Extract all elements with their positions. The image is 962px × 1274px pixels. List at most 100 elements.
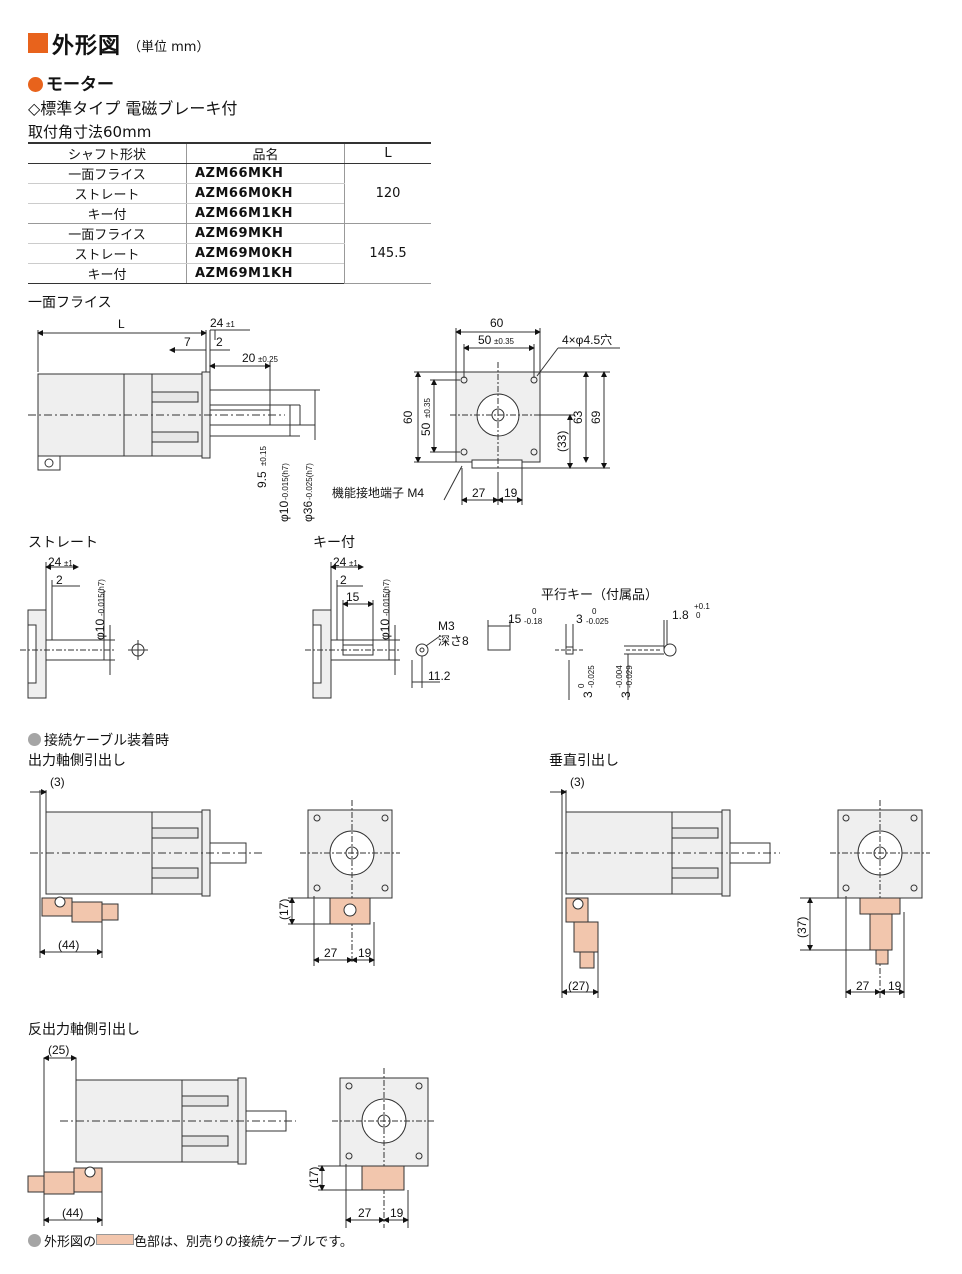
mount-heading: 取付角寸法60mm <box>28 123 152 141</box>
dim-key3b-v: 3 <box>619 691 633 698</box>
dim-24-s: 24 <box>48 555 62 569</box>
dim-2-k: 2 <box>340 573 347 587</box>
motor-heading: モーター <box>28 70 114 95</box>
dim-key3-v-zero: 0 <box>577 683 586 688</box>
dim-key15-tol: -0.18 <box>524 617 543 626</box>
straight-shaft-label: ストレート <box>28 535 98 551</box>
dim-24-s-tol: ±1 <box>64 559 73 568</box>
dim-63: 63 <box>571 410 585 424</box>
title-marker <box>28 33 48 53</box>
dim-key3: 3 <box>576 612 583 626</box>
dim-c3: (3) <box>50 775 65 789</box>
dim-c27: (27) <box>568 979 589 993</box>
table-row: ストレート AZM66M0KH <box>28 183 431 204</box>
dim-key3-v: 3 <box>581 691 595 698</box>
dim-key3-zero: 0 <box>592 607 597 616</box>
key-shaft-label: キー付 <box>313 535 355 551</box>
dim-c44: (44) <box>58 938 79 952</box>
header-product: 品名 <box>186 142 345 164</box>
dim-key3-tol: -0.025 <box>586 617 609 626</box>
dim-depth: 深さ8 <box>438 634 469 648</box>
dim-c25: (25) <box>48 1043 69 1057</box>
dim-phi10-k-tol: -0.015(h7) <box>382 579 391 616</box>
output-side-cable-view <box>30 789 262 958</box>
dim-m3: M3 <box>438 619 455 633</box>
straight-shaft-view <box>20 562 148 699</box>
opposite-side-cable-view <box>27 1055 296 1226</box>
dim-11-2: 11.2 <box>428 669 451 683</box>
dim-27-o: 27 <box>358 1206 372 1220</box>
dim-c17-o: (17) <box>307 1167 321 1188</box>
dim-24: 24 <box>210 316 224 330</box>
motor-heading-text: モーター <box>46 75 114 95</box>
dim-24-tol: ±1 <box>226 320 235 329</box>
dim-19: 19 <box>504 486 518 500</box>
shaft-cell: ストレート <box>28 183 187 204</box>
dim-27: 27 <box>472 486 486 500</box>
opposite-side-label: 反出力軸側引出し <box>28 1022 140 1038</box>
opposite-side-cable-front <box>318 1068 436 1228</box>
dim-50-v: 50 <box>419 422 433 436</box>
dim-phi10-s-tol: -0.015(h7) <box>97 579 106 616</box>
dim-24-k: 24 <box>333 555 347 569</box>
dim-15-k: 15 <box>346 590 360 604</box>
dim-9-5: 9.5 <box>255 471 269 488</box>
footer-note: 外形図の 色部は、別売りの接続ケーブルです。 <box>28 1231 353 1250</box>
table-row: 一面フライス AZM69MKH 145.5 <box>28 223 431 284</box>
l-cell: 120 <box>344 163 431 224</box>
dim-50-tol: ±0.35 <box>494 337 515 346</box>
product-cell: AZM66M1KH <box>186 203 345 224</box>
table-header-row: シャフト形状 品名 L <box>28 142 431 164</box>
dim-20-tol: ±0.25 <box>258 355 279 364</box>
gray-dot-icon <box>28 1234 41 1247</box>
dim-key1-8-zero: 0 <box>696 611 701 620</box>
flat-shaft-label: 一面フライス <box>28 295 112 311</box>
header-l: L <box>344 142 431 164</box>
header-shaft: シャフト形状 <box>28 142 187 164</box>
dim-key1-8: 1.8 <box>672 608 689 622</box>
shaft-cell: キー付 <box>28 263 187 284</box>
dim-key3-v-tol: -0.025 <box>587 665 596 688</box>
note-suffix: 色部は、別売りの接続ケーブルです。 <box>134 1235 353 1250</box>
dim-key15: 15 <box>508 612 522 626</box>
dim-60-v: 60 <box>401 410 415 424</box>
note-prefix: 外形図の <box>44 1235 97 1250</box>
type-heading: ◇標準タイプ 電磁ブレーキ付 <box>28 99 238 118</box>
dim-2-s: 2 <box>56 573 63 587</box>
orange-dot-icon <box>28 77 43 92</box>
table-row: キー付 AZM69M1KH <box>28 263 431 284</box>
dim-c3-v: (3) <box>570 775 585 789</box>
gray-dot-icon <box>28 733 41 746</box>
dim-key1-8-tol: +0.1 <box>694 602 710 611</box>
dim-phi10: φ10 <box>277 501 291 522</box>
product-cell: AZM69M0KH <box>186 243 345 264</box>
dim-27-c: 27 <box>324 946 338 960</box>
product-cell: AZM66M0KH <box>186 183 345 204</box>
dim-50-v-tol: ±0.35 <box>423 397 432 418</box>
dim-7: 7 <box>184 335 191 349</box>
unit-note: （単位 mm） <box>128 40 210 55</box>
dim-20: 20 <box>242 351 256 365</box>
key-shaft-view <box>305 562 441 699</box>
dim-hole: 4×φ4.5穴 <box>562 332 612 347</box>
dim-c44-o: (44) <box>62 1206 83 1220</box>
cable-color-swatch <box>96 1234 135 1245</box>
cable-label-text: 接続ケーブル装着時 <box>44 733 170 749</box>
shaft-cell: ストレート <box>28 243 187 264</box>
dim-phi10-k: φ10 <box>378 619 392 640</box>
output-side-label: 出力軸側引出し <box>28 753 126 769</box>
dim-24-k-tol: ±1 <box>349 559 358 568</box>
page-title: 外形図 <box>52 34 122 59</box>
product-cell: AZM66MKH <box>186 163 345 184</box>
parallel-key-label: 平行キー（付属品） <box>541 588 659 603</box>
dim-key3b-v-tol2: -0.004 <box>615 665 624 688</box>
shaft-cell: 一面フライス <box>28 163 187 184</box>
shaft-cell: キー付 <box>28 203 187 224</box>
dim-19-o: 19 <box>390 1206 404 1220</box>
product-cell: AZM69MKH <box>186 223 345 244</box>
output-side-cable-front <box>288 800 400 966</box>
vertical-cable-view <box>550 789 780 998</box>
flat-front-view <box>414 328 620 505</box>
dim-33: (33) <box>555 431 569 452</box>
